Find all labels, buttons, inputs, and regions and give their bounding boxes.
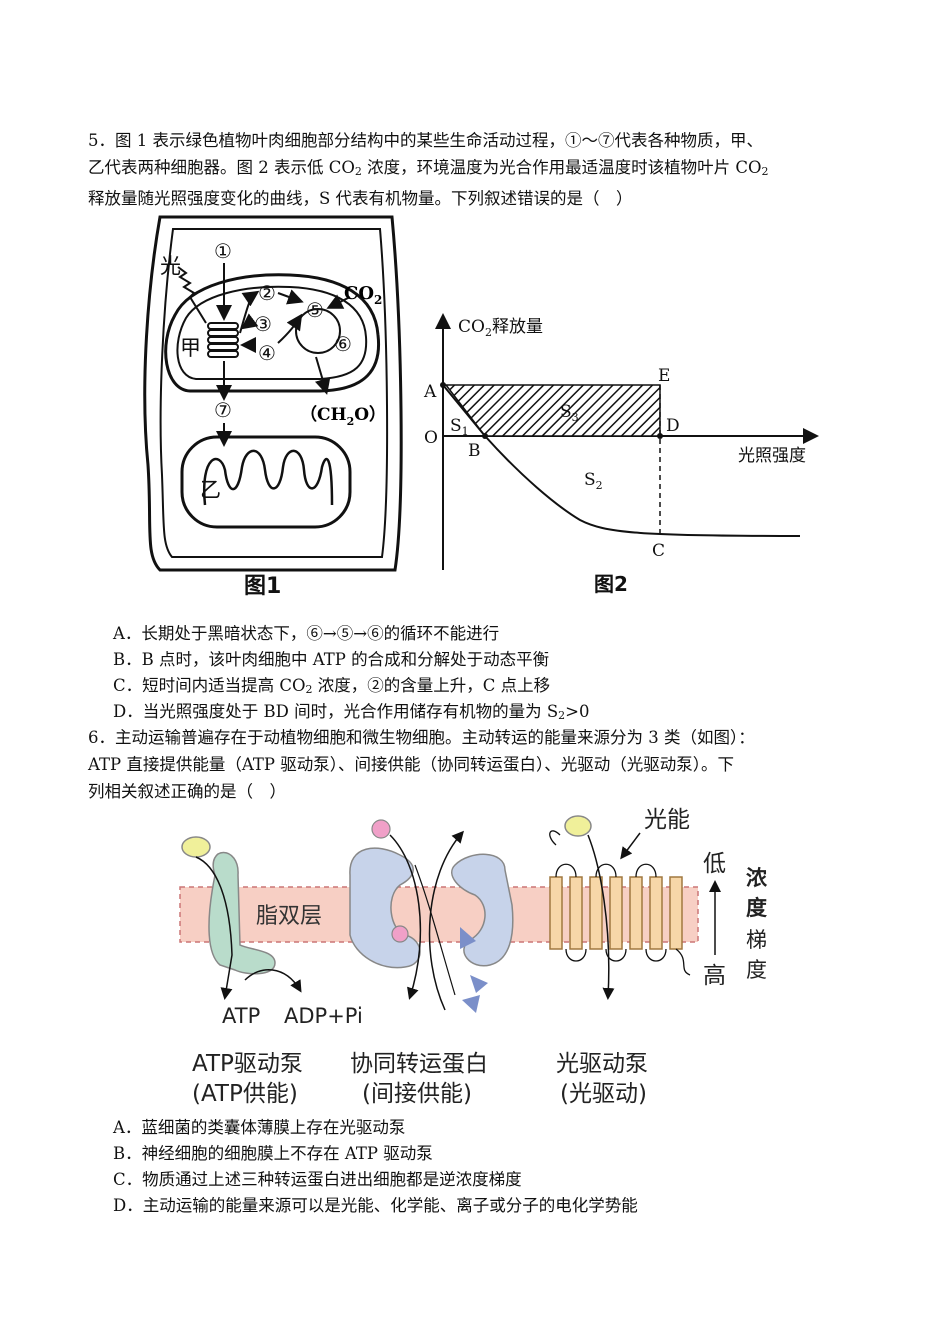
n4-label: ④ — [258, 341, 276, 365]
yi-label: 乙 — [200, 478, 221, 502]
fig1-caption: 图1 — [244, 574, 281, 599]
fig1-cell — [143, 215, 403, 572]
n2-label: ② — [258, 281, 276, 305]
fig2-xlabel: 光照强度 — [738, 446, 806, 466]
point-a: A — [423, 382, 437, 402]
s1-label: S1 — [450, 416, 469, 438]
pump1-sub: (ATP供能) — [192, 1081, 298, 1107]
light-pump — [549, 876, 683, 950]
gradient-label-3: 梯 — [746, 928, 767, 952]
mitochondrion-cristae — [202, 449, 334, 506]
n1-label: ① — [214, 239, 232, 263]
q5-line2: 乙代表两种细胞器。图 2 表示低 CO2 浓度，环境温度为光合作用最适温度时该植… — [88, 158, 769, 178]
point-e: E — [658, 366, 670, 386]
high-label: 高 — [703, 963, 726, 989]
atp-pump — [208, 851, 276, 975]
q6-line2: ATP 直接提供能量（ATP 驱动泵）、间接供能（协同转运蛋白）、光驱动（光驱动… — [88, 755, 734, 774]
pump3-name: 光驱动泵 — [556, 1051, 648, 1077]
q6-option-a: A．蓝细菌的类囊体薄膜上存在光驱动泵 — [113, 1118, 406, 1137]
light-label: 光 — [160, 254, 181, 278]
pump1-name: ATP驱动泵 — [192, 1051, 303, 1077]
q5-option-d: D．当光照强度处于 BD 间时，光合作用储存有机物的量为 S2>0 — [113, 702, 590, 722]
co2-curve — [442, 384, 801, 537]
co2-label: CO2 — [344, 283, 382, 307]
point-d: D — [666, 416, 680, 436]
q5-line1: 5．图 1 表示绿色植物叶肉细胞部分结构中的某些生命活动过程，①～⑦代表各种物质… — [88, 131, 763, 150]
q6-line3: 列相关叙述正确的是（ ） — [88, 782, 286, 801]
s2-label: S2 — [584, 470, 603, 492]
gradient-label-1: 浓 — [746, 866, 768, 890]
jia-label: 甲 — [180, 336, 201, 360]
q5-option-b: B．B 点时，该叶肉细胞中 ATP 的合成和分解处于动态平衡 — [113, 650, 550, 669]
chloroplast-inner — [176, 285, 368, 380]
fig2-caption: 图2 — [594, 572, 628, 596]
q5-line3: 释放量随光照强度变化的曲线，S 代表有机物量。下列叙述错误的是（ ） — [88, 189, 633, 208]
s3-label: S3 — [560, 402, 579, 424]
q6-option-c: C．物质通过上述三种转运蛋白进出细胞都是逆浓度梯度 — [113, 1170, 522, 1189]
q5-figures: ① 光 ② ⑤ ③ ④ ⑥ 甲 ⑦ 乙 图1 CO2 （CH2O） CO2释放量… — [143, 215, 819, 599]
light-energy-label: 光能 — [644, 807, 690, 833]
mitochondrion-outer — [180, 435, 352, 529]
pump2-name: 协同转运蛋白 — [350, 1051, 488, 1077]
q6-option-b: B．神经细胞的细胞膜上不存在 ATP 驱动泵 — [113, 1144, 433, 1163]
ch2o-label: （CH2O） — [300, 404, 386, 428]
q6-figure: 脂双层 ATP ADP+Pi 光能 低 高 浓 度 梯 度 ATP驱动泵 (AT… — [179, 807, 768, 1107]
gradient-label-4: 度 — [746, 958, 767, 982]
light-zigzag-icon — [177, 266, 207, 324]
q5-stem: 5．图 1 表示绿色植物叶肉细胞部分结构中的某些生命活动过程，①～⑦代表各种物质… — [88, 127, 868, 212]
q5-option-a: A．长期处于黑暗状态下，⑥→⑤→⑥的循环不能进行 — [113, 624, 500, 643]
bilayer-label: 脂双层 — [256, 904, 322, 929]
point-o: O — [424, 428, 438, 448]
calvin-cycle — [295, 308, 341, 354]
q6-line1: 6．主动运输普遍存在于动植物细胞和微生物细胞。主动转运的能量来源分为 3 类（如… — [88, 728, 755, 747]
n7-label: ⑦ — [214, 398, 232, 422]
chloroplast-outer — [164, 273, 381, 393]
pump3-sub: (光驱动) — [560, 1081, 647, 1107]
q6-stem: 6．主动运输普遍存在于动植物细胞和微生物细胞。主动转运的能量来源分为 3 类（如… — [88, 724, 868, 805]
cell-wall-outer — [143, 215, 403, 572]
fig2-ylabel: CO2释放量 — [458, 317, 543, 339]
cotransporter-right — [451, 853, 514, 967]
n3-label: ③ — [254, 312, 272, 336]
adp-label: ADP+Pi — [284, 1004, 363, 1028]
low-label: 低 — [703, 851, 726, 877]
point-b: B — [468, 441, 481, 461]
grana-icon — [207, 322, 239, 358]
q6-option-d: D．主动运输的能量来源可以是光能、化学能、离子或分子的电化学势能 — [113, 1196, 638, 1215]
n6-label: ⑥ — [334, 332, 352, 356]
point-c: C — [652, 541, 665, 561]
n5-label: ⑤ — [306, 298, 324, 322]
pump2-sub: (间接供能) — [362, 1081, 472, 1107]
q5-option-c: C．短时间内适当提高 CO2 浓度，②的含量上升，C 点上移 — [113, 676, 551, 696]
cell-wall-inner — [159, 228, 389, 558]
gradient-label-2: 度 — [746, 896, 767, 920]
atp-label: ATP — [222, 1004, 260, 1028]
